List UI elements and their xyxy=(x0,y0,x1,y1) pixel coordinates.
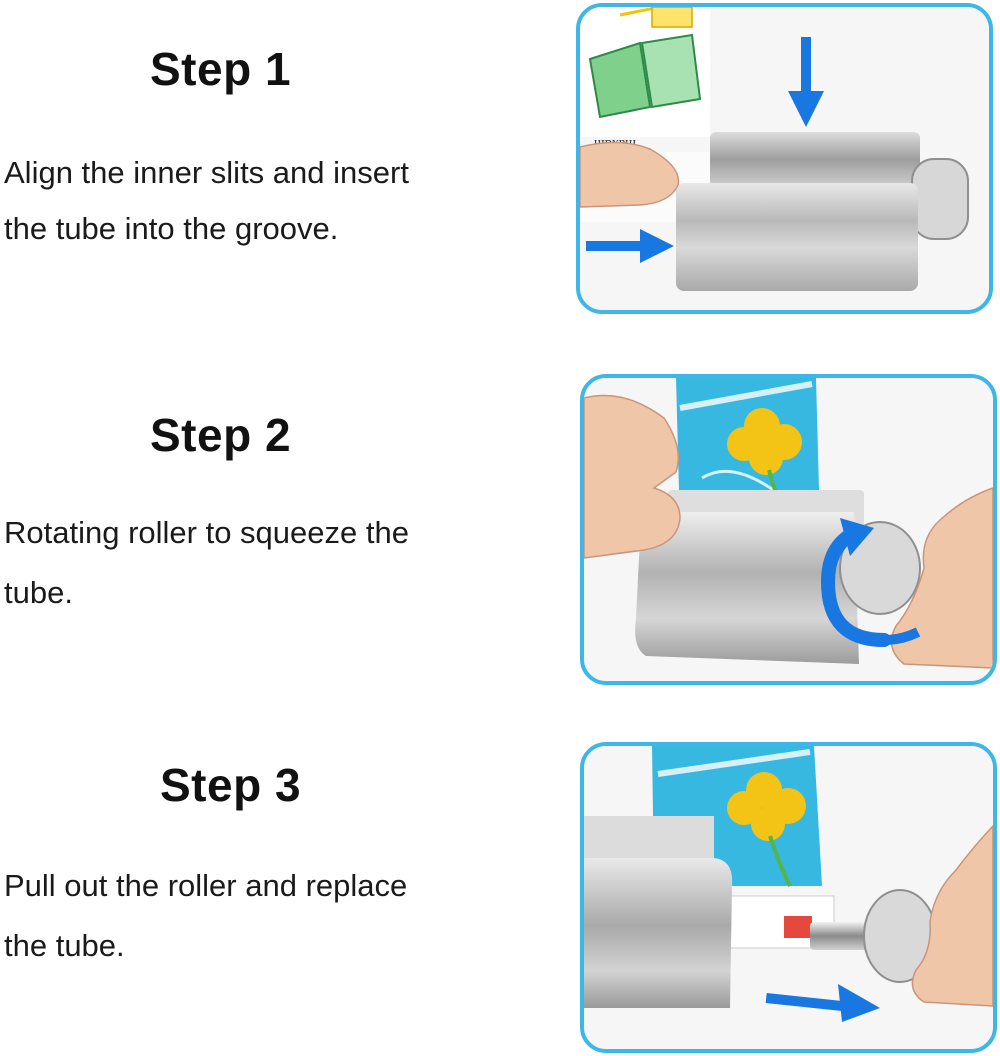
rotate-arrow-icon xyxy=(820,518,921,647)
squeezer-body xyxy=(584,858,733,1008)
step-2-description: Rotating roller to squeeze the tube. xyxy=(4,505,409,621)
roller-knob xyxy=(839,521,921,615)
step-1: Step 1 Align the inner slits and insert … xyxy=(0,0,1000,330)
step-1-description: Align the inner slits and insert the tub… xyxy=(4,145,409,257)
step-1-title: Step 1 xyxy=(150,43,292,95)
left-hand-illustration xyxy=(584,394,681,559)
squeezer-back-plate xyxy=(584,816,714,860)
step-2-description-line-1: Rotating roller to squeeze the xyxy=(4,515,409,550)
step-2-illustration-svg xyxy=(584,378,993,681)
step-1-illustration: maxdin xyxy=(576,3,993,314)
step-3: Step 3 Pull out the roller and replace t… xyxy=(0,720,1000,1056)
right-arrow-icon xyxy=(586,229,674,263)
step-3-title: Step 3 xyxy=(160,759,302,811)
step-3-illustration-svg xyxy=(584,746,993,1049)
squeezer-body xyxy=(635,512,859,664)
step-1-description-line-2: the tube into the groove. xyxy=(4,211,339,246)
step-3-illustration xyxy=(580,742,997,1053)
step-2-title: Step 2 xyxy=(150,409,292,461)
finger-illustration xyxy=(580,141,680,208)
step-3-description-line-2: the tube. xyxy=(4,928,125,963)
step-1-description-line-1: Align the inner slits and insert xyxy=(4,155,409,190)
roller-knob xyxy=(911,158,969,240)
right-arrow-icon xyxy=(765,984,880,1022)
hand-illustration xyxy=(911,824,993,1007)
step-3-description-line-1: Pull out the roller and replace xyxy=(4,868,408,903)
down-arrow-icon xyxy=(788,37,824,127)
squeezer-body xyxy=(676,183,918,291)
step-1-illustration-svg: maxdin xyxy=(580,7,989,310)
step-2: Step 2 Rotating roller to squeeze the tu… xyxy=(0,360,1000,690)
step-3-description: Pull out the roller and replace the tube… xyxy=(4,858,407,974)
step-2-description-line-2: tube. xyxy=(4,575,73,610)
roller-back-bar xyxy=(710,132,920,187)
right-hand-illustration xyxy=(890,487,993,669)
step-2-illustration xyxy=(580,374,997,685)
